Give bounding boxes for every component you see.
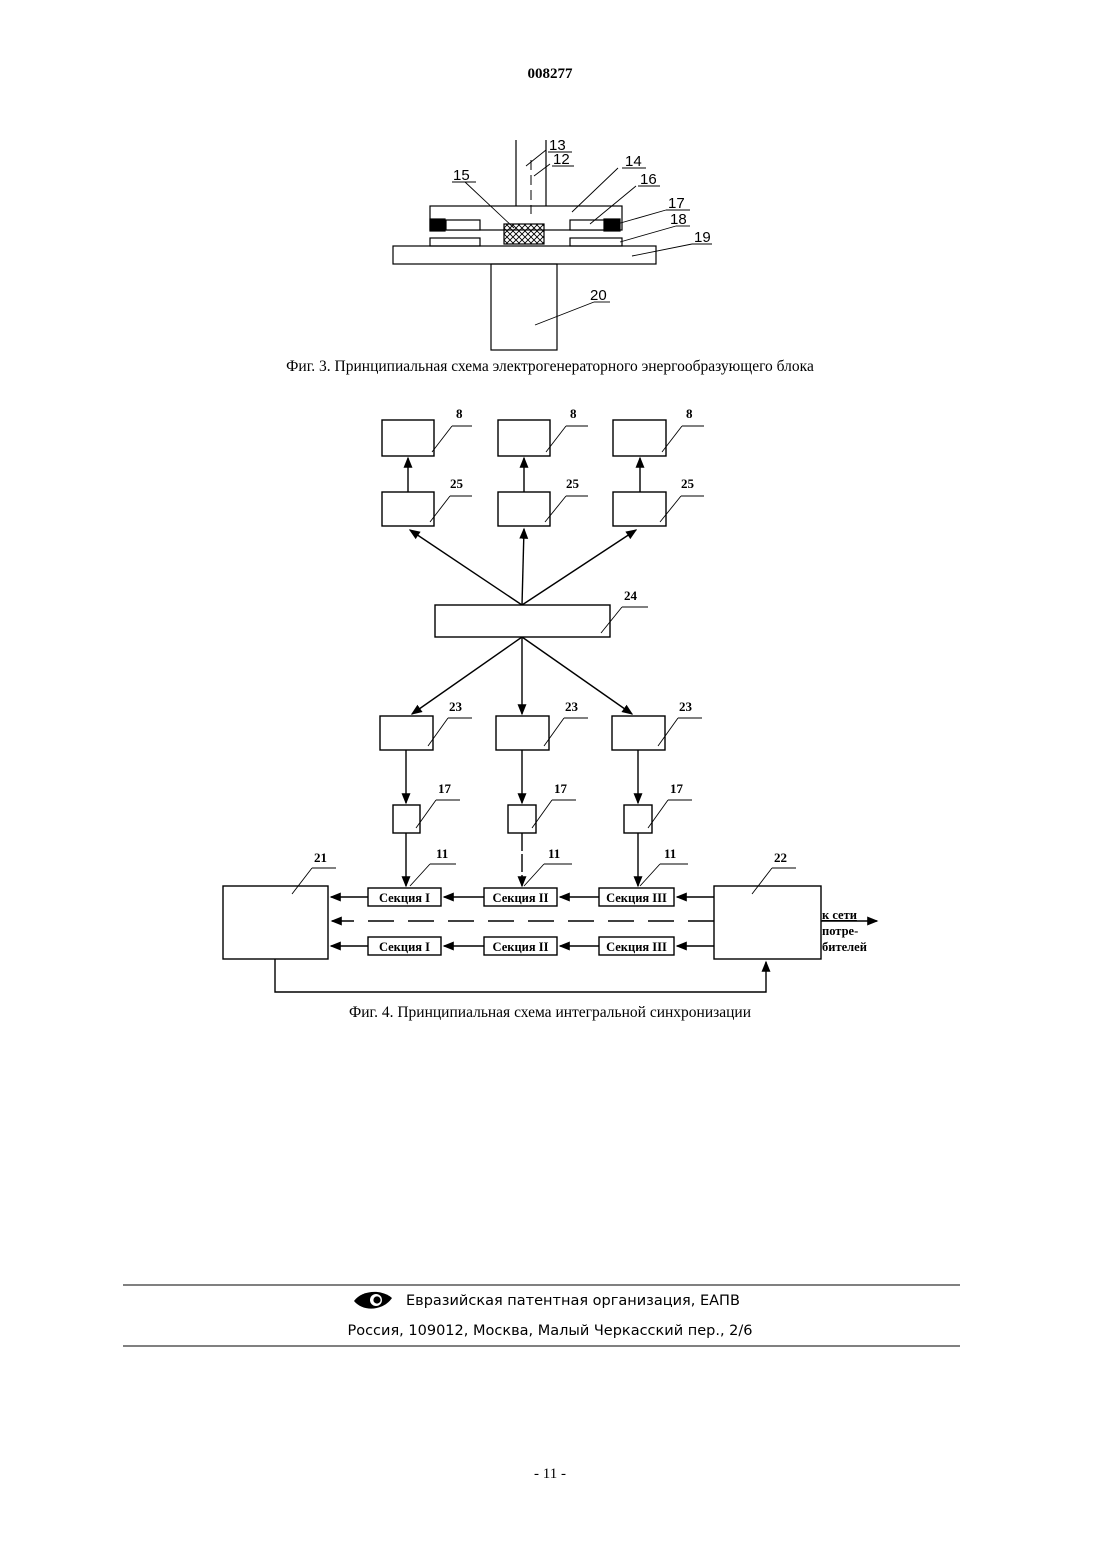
figure-4-diagram — [223, 420, 877, 992]
block-25-center — [498, 492, 550, 526]
section-lower-2-label: Секция II — [493, 940, 549, 954]
block-23-center — [496, 716, 549, 750]
fig4-label-23-center: 23 — [565, 699, 579, 714]
fig4-label-21: 21 — [314, 850, 327, 865]
fig4-label-17-left: 17 — [438, 781, 452, 796]
eapo-eye-logo — [354, 1292, 392, 1309]
block-8-left — [382, 420, 434, 456]
fig4-label-22: 22 — [774, 850, 787, 865]
fig4-label-8-left: 8 — [456, 406, 463, 421]
output-label-line1: к сети — [822, 908, 857, 922]
block-21 — [223, 886, 328, 959]
fig3-label-16: 16 — [640, 171, 657, 188]
block-25-right — [613, 492, 666, 526]
fig4-label-25-center: 25 — [566, 476, 580, 491]
block-17-right — [624, 805, 652, 833]
hatched-core — [504, 224, 544, 244]
fig4-label-8-right: 8 — [686, 406, 693, 421]
section-lower-3-label: Секция III — [606, 940, 667, 954]
fig4-label-23-left: 23 — [449, 699, 463, 714]
fig4-label-25-left: 25 — [450, 476, 464, 491]
fig4-label-11-left: 11 — [436, 846, 448, 861]
block-8-center — [498, 420, 550, 456]
block-24 — [435, 605, 610, 637]
block-17-center — [508, 805, 536, 833]
section-upper-1-label: Секция I — [379, 891, 430, 905]
output-label-line2: потре- — [822, 924, 858, 938]
block-17-left — [393, 805, 420, 833]
section-upper-2-label: Секция II — [493, 891, 549, 905]
fig4-label-11-center: 11 — [548, 846, 560, 861]
figure-4-caption: Фиг. 4. Принципиальная схема интегрально… — [0, 1004, 1100, 1022]
fig3-label-18: 18 — [670, 211, 687, 228]
base-plate — [393, 246, 656, 264]
fig4-label-24: 24 — [624, 588, 638, 603]
fig3-label-12: 12 — [553, 151, 570, 168]
fig3-label-19: 19 — [694, 229, 711, 246]
section-lower-1-label: Секция I — [379, 940, 430, 954]
block-25-left — [382, 492, 434, 526]
footer-organization: Евразийская патентная организация, ЕАПВ — [406, 1293, 740, 1309]
fig3-label-15: 15 — [453, 167, 470, 184]
page-number: - 11 - — [0, 1466, 1100, 1483]
block-23-left — [380, 716, 433, 750]
fig3-label-17: 17 — [668, 195, 685, 212]
fig4-label-23-right: 23 — [679, 699, 693, 714]
figure-3-caption: Фиг. 3. Принципиальная схема электрогене… — [0, 358, 1100, 376]
block-22 — [714, 886, 821, 959]
fig4-label-8-center: 8 — [570, 406, 577, 421]
fig3-label-20: 20 — [590, 287, 607, 304]
fig3-label-14: 14 — [625, 153, 642, 170]
section-upper-3-label: Секция III — [606, 891, 667, 905]
fig4-label-17-center: 17 — [554, 781, 568, 796]
output-label-line3: бителей — [822, 940, 867, 954]
fig4-label-11-right: 11 — [664, 846, 676, 861]
block-8-right — [613, 420, 666, 456]
block-23-right — [612, 716, 665, 750]
footer-address: Россия, 109012, Москва, Малый Черкасский… — [0, 1323, 1100, 1339]
fig4-label-25-right: 25 — [681, 476, 695, 491]
pedestal — [491, 264, 557, 350]
fig4-label-17-right: 17 — [670, 781, 684, 796]
